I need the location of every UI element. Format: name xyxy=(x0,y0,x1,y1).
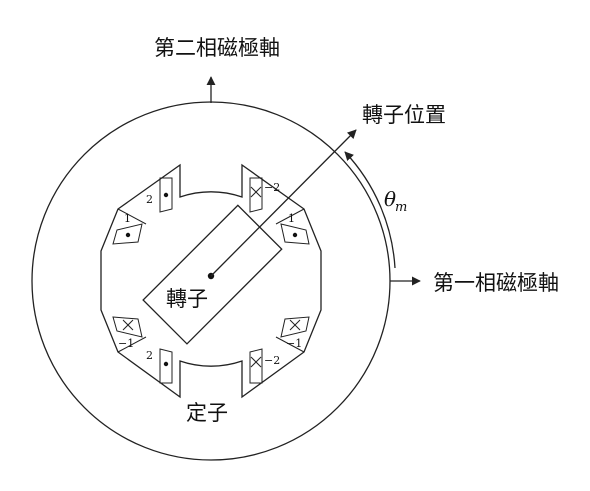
coil-label: −2 xyxy=(264,181,280,194)
theta-symbol: θ xyxy=(384,187,396,211)
rotor-position-axis xyxy=(210,129,357,277)
pole-edge xyxy=(275,336,305,353)
coil-label: 2 xyxy=(146,193,153,206)
coil-label: −1 xyxy=(286,337,302,350)
pole-edge xyxy=(275,208,305,225)
theta-arc xyxy=(344,151,396,269)
rotor-label: 轉子 xyxy=(166,287,208,311)
pole-edge xyxy=(117,336,147,353)
phase1-axis-label: 第一相磁極軸 xyxy=(433,271,559,295)
coil-label: 1 xyxy=(124,212,131,225)
coil-label: −2 xyxy=(264,354,280,367)
stator-label: 定子 xyxy=(186,401,228,425)
theta-m-label: θ m xyxy=(384,187,407,215)
coil-bottom-left: −1 2 xyxy=(112,316,173,384)
coil-label: 1 xyxy=(288,212,295,225)
coil-label: −1 xyxy=(118,337,134,350)
coil-top-left: 2 1 xyxy=(112,177,173,245)
rotor-position-label: 轉子位置 xyxy=(362,103,446,127)
stator-inner-outline xyxy=(100,163,322,399)
coil-top-right: −2 1 xyxy=(249,177,310,245)
coil-label: 2 xyxy=(146,349,153,362)
phase2-axis-label: 第二相磁極軸 xyxy=(154,36,280,60)
theta-subscript: m xyxy=(395,200,407,215)
pole-edge xyxy=(117,208,147,225)
coil-bottom-right: −1 −2 xyxy=(249,316,310,384)
